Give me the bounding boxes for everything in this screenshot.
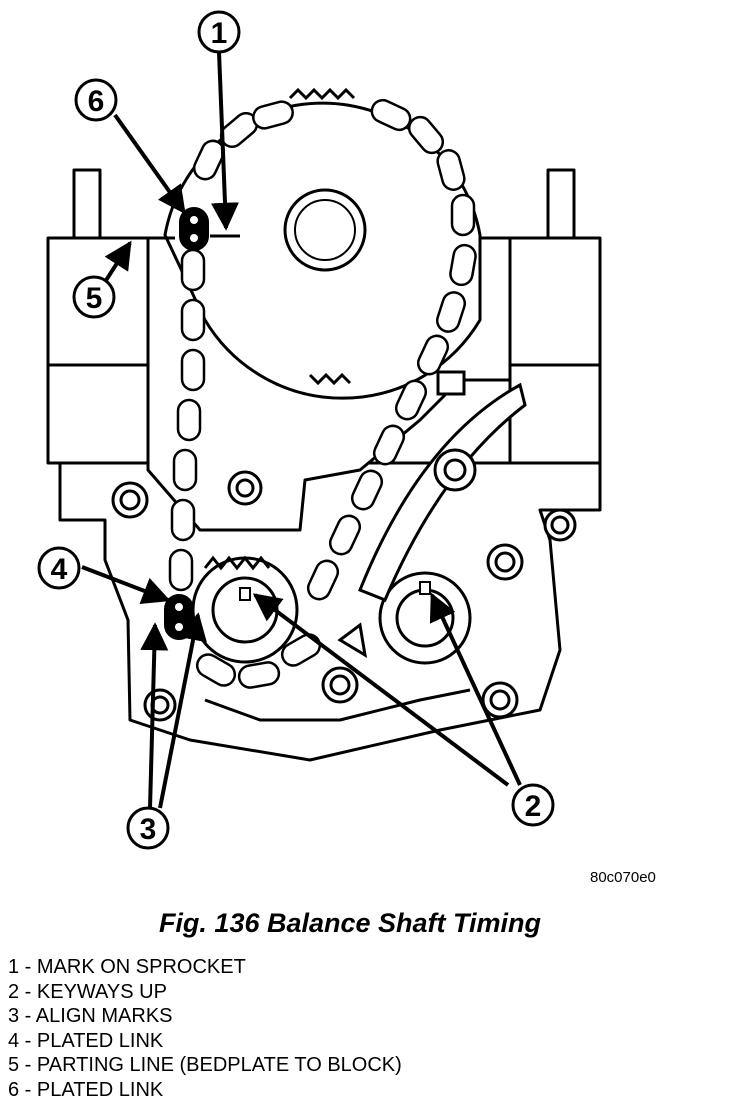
callout-2-label: 2 (525, 790, 542, 823)
callout-2: 2 (511, 783, 555, 827)
legend-item: 1 - MARK ON SPROCKET (8, 956, 246, 978)
callout-6: 6 (74, 78, 118, 122)
alignment-mark-lines (130, 234, 240, 240)
legend-item: 4 - PLATED LINK (8, 1029, 164, 1052)
legend-item: 3 - ALIGN MARKS (8, 1005, 173, 1027)
legend-item: 6 - PLATED LINK (8, 1078, 164, 1101)
timing-chain (168, 98, 477, 689)
callout-5: 5 (72, 275, 116, 319)
callout-4-label: 4 (51, 553, 68, 586)
crank-sprocket (163, 87, 482, 400)
legend-item: 2 - KEYWAYS UP (8, 980, 167, 1003)
callout-5-label: 5 (86, 282, 103, 315)
callout-legend: 1 - MARK ON SPROCKET 2 - KEYWAYS UP 3 - … (8, 955, 402, 1102)
leader-arrows (81, 51, 522, 809)
callout-4: 4 (37, 546, 81, 590)
figure-caption: Fig. 136 Balance Shaft Timing (158, 908, 542, 938)
callout-3: 3 (126, 806, 170, 850)
callout-3-label: 3 (140, 813, 157, 846)
callout-1-label: 1 (211, 17, 228, 50)
bolts (111, 370, 577, 722)
chain-guide (337, 382, 527, 658)
balance-shaft-sprocket-left (191, 555, 299, 664)
figure-id-code: 80c070e0 (590, 869, 656, 886)
callout-6-label: 6 (88, 85, 105, 118)
legend-item: 5 - PARTING LINE (BEDPLATE TO BLOCK) (8, 1054, 402, 1076)
balance-shaft-timing-diagram: 1 2 3 4 5 6 (37, 10, 602, 850)
callout-1: 1 (197, 10, 241, 54)
